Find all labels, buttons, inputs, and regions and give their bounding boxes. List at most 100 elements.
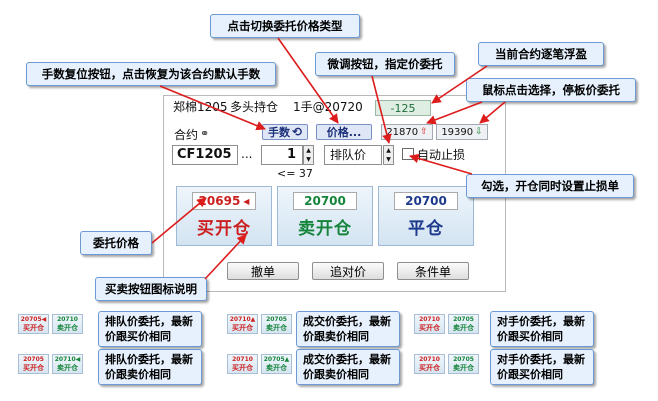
legend-text: 排队价委托，最新价跟买价相同	[98, 311, 202, 347]
legend-buy-label: 买开仓	[232, 324, 253, 332]
price-type-button[interactable]: 价格...	[316, 124, 372, 140]
legend-sell-price: 20705▲	[263, 356, 290, 363]
contract-input[interactable]: CF1205	[172, 145, 238, 165]
price-input[interactable]: 排队价	[324, 145, 382, 165]
callout-qty-reset: 手数复位按钮，点击恢复为该合约默认手数	[26, 62, 276, 86]
qty-down-icon[interactable]: ▼	[306, 156, 311, 163]
callout-limit-select: 鼠标点击选择，停板价委托	[466, 78, 636, 102]
legend-sell-price: 20710◀	[54, 356, 81, 363]
legend-sell-label: 卖开仓	[453, 324, 474, 332]
close-price: 20700	[405, 194, 447, 208]
contract-name: 郑棉1205	[173, 100, 228, 114]
limit-down-value: 19390	[441, 126, 474, 138]
sell-price-box: 20700	[293, 192, 357, 210]
close-position-label: 平仓	[408, 219, 444, 239]
qty-limit: <= 37	[277, 167, 313, 180]
callout-price-type: 点击切换委托价格类型	[210, 14, 360, 38]
price-up-icon[interactable]: ▲	[386, 147, 391, 154]
legend-buy-label: 买开仓	[232, 364, 253, 372]
cancel-order-button[interactable]: 撤单	[227, 262, 299, 280]
legend-text: 成交价委托，最新价跟卖价相同	[296, 349, 400, 385]
auto-stop-label: 自动止损	[417, 148, 466, 162]
callout-pnl: 当前合约逐笔浮盈	[478, 42, 604, 66]
legend-buy-label: 买开仓	[23, 324, 44, 332]
legend-text: 排队价委托，最新价跟卖价相同	[98, 349, 202, 385]
position-text: 多头持仓	[230, 100, 279, 114]
sell-open-label: 卖开仓	[298, 219, 352, 239]
legend-buy-button: 20705 买开仓	[18, 354, 49, 374]
legend-sell-button: 20705 卖开仓	[261, 314, 292, 334]
legend-sell-label: 卖开仓	[453, 364, 474, 372]
close-position-button[interactable]: 20700 平仓	[378, 186, 474, 246]
legend-sell-label: 卖开仓	[266, 324, 287, 332]
auto-stop-checkbox[interactable]	[402, 148, 414, 160]
price-down-icon[interactable]: ▼	[386, 156, 391, 163]
legend-sell-button: 20710◀ 卖开仓	[52, 354, 83, 374]
buy-open-label: 买开仓	[197, 219, 251, 239]
close-price-box: 20700	[394, 192, 458, 210]
legend-text: 成交价委托，最新价跟卖价相同	[296, 311, 400, 347]
legend-buy-button: 20710 买开仓	[227, 354, 258, 374]
legend-buy-label: 买开仓	[419, 324, 440, 332]
legend-sell-price: 20705	[266, 316, 287, 323]
legend-sell-button: 20705▲ 卖开仓	[261, 354, 292, 374]
legend-sell-label: 卖开仓	[57, 364, 78, 372]
link-icon[interactable]: ⚭	[200, 127, 210, 140]
legend-buy-price: 20710	[419, 356, 440, 363]
sell-price: 20700	[304, 194, 346, 208]
contract-picker-button[interactable]: ...	[241, 147, 253, 161]
callout-button-icon: 买卖按钮图标说明	[95, 277, 207, 301]
buy-price: 20695	[198, 194, 241, 208]
queue-marker-icon: ◀	[243, 196, 250, 206]
chase-price-button[interactable]: 追对价	[312, 262, 384, 280]
legend-sell-price: 20705	[453, 356, 474, 363]
legend-buy-price: 20705	[23, 356, 44, 363]
legend-sell-label: 卖开仓	[266, 364, 287, 372]
legend-buy-button: 20710 买开仓	[414, 314, 445, 334]
limit-down-price[interactable]: 19390 ⇩	[436, 124, 488, 140]
position-detail: 1手@20720	[293, 100, 363, 114]
conditional-order-button[interactable]: 条件单	[397, 262, 469, 280]
legend-buy-label: 买开仓	[419, 364, 440, 372]
buy-open-button[interactable]: 20695 ◀ 买开仓	[176, 186, 272, 246]
up-arrow-icon: ⇧	[420, 127, 428, 137]
legend-sell-label: 卖开仓	[57, 324, 78, 332]
price-type-label: 价格...	[326, 126, 362, 139]
callout-fine-tune: 微调按钮，指定价委托	[315, 52, 455, 76]
callout-order-price: 委托价格	[80, 231, 152, 255]
qty-input[interactable]: 1	[261, 145, 303, 165]
legend-sell-price: 20705	[453, 316, 474, 323]
buy-price-box: 20695 ◀	[192, 192, 256, 210]
legend-buy-price: 20710	[419, 316, 440, 323]
down-arrow-icon: ⇩	[475, 127, 483, 137]
legend-sell-price: 20710	[57, 316, 78, 323]
price-stepper[interactable]: ▲ ▼	[383, 145, 394, 165]
qty-input-value: 1	[286, 147, 296, 162]
limit-up-value: 21870	[386, 126, 419, 138]
legend-buy-button: 20705◀ 买开仓	[18, 314, 49, 334]
legend-buy-price: 20710	[232, 356, 253, 363]
legend-text: 对手价委托，最新价跟买价相同	[490, 311, 594, 347]
undo-icon: ⟲	[291, 125, 303, 139]
float-pnl-value: -125	[390, 101, 416, 115]
legend-buy-label: 买开仓	[23, 364, 44, 372]
price-input-value: 排队价	[330, 148, 367, 162]
legend-sell-button: 20705 卖开仓	[448, 314, 479, 334]
sell-open-button[interactable]: 20700 卖开仓	[277, 186, 373, 246]
legend-buy-price: 20710▲	[229, 316, 256, 323]
legend-sell-button: 20710 卖开仓	[52, 314, 83, 334]
contract-label: 合约	[174, 128, 199, 142]
contract-input-value: CF1205	[177, 147, 232, 162]
qty-up-icon[interactable]: ▲	[306, 147, 311, 154]
legend-buy-button: 20710 买开仓	[414, 354, 445, 374]
qty-reset-label: 手数	[267, 126, 290, 139]
legend-sell-button: 20705 卖开仓	[448, 354, 479, 374]
qty-stepper[interactable]: ▲ ▼	[303, 145, 314, 165]
limit-up-price[interactable]: 21870 ⇧	[381, 124, 433, 140]
legend-buy-price: 20705◀	[20, 316, 47, 323]
legend-buy-button: 20710▲ 买开仓	[227, 314, 258, 334]
float-pnl: -125	[375, 100, 431, 116]
legend-text: 对手价委托，最新价跟买价相同	[490, 349, 594, 385]
qty-reset-button[interactable]: 手数 ⟲	[262, 124, 308, 140]
callout-auto-stop: 勾选，开仓同时设置止损单	[466, 174, 634, 198]
